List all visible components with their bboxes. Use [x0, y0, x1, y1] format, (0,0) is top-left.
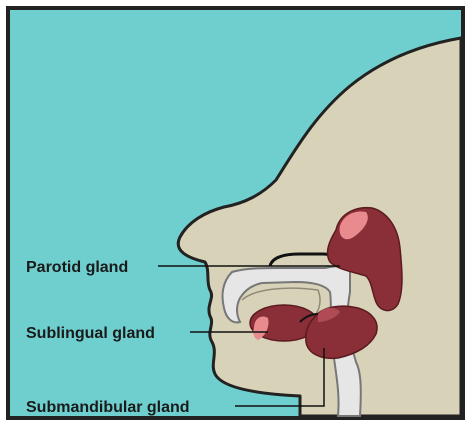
submandibular-label: Submandibular gland: [26, 399, 190, 416]
sublingual-label: Sublingual gland: [26, 325, 155, 342]
parotid-label: Parotid gland: [26, 259, 128, 276]
